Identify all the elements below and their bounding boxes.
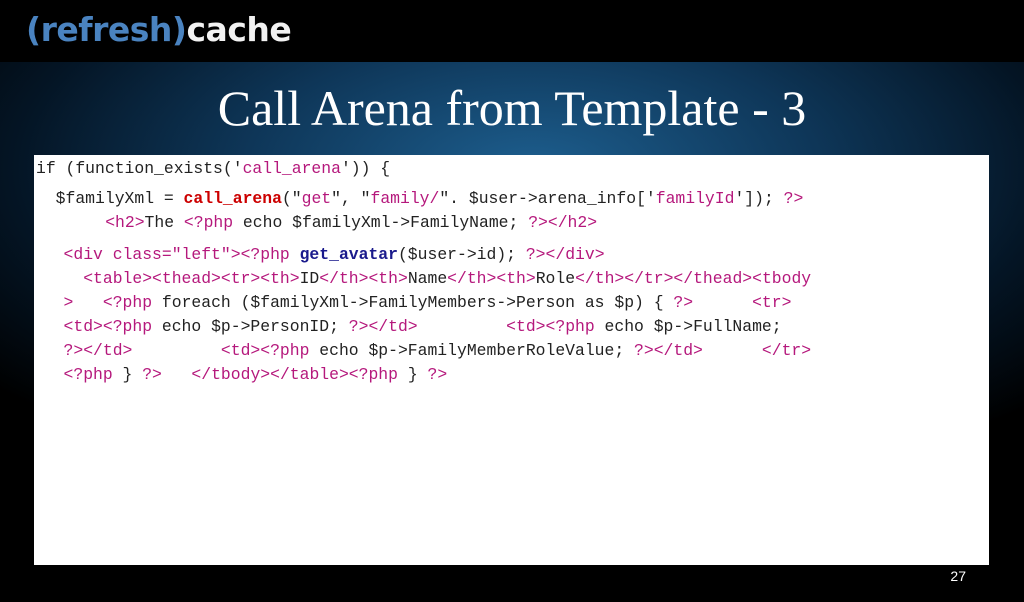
code-token: ?> (673, 293, 694, 312)
code-token: > (63, 293, 74, 312)
code-token: echo $familyXml->FamilyName; (233, 213, 529, 232)
code-token (693, 293, 752, 312)
header-band (0, 0, 1024, 62)
code-token: ?></td> (634, 341, 703, 360)
code-line-7: <td><?php echo $p->PersonID; ?></td> <td… (34, 315, 782, 339)
code-token: ID (299, 269, 320, 288)
code-token (34, 293, 64, 312)
code-token: <td><?php (220, 341, 310, 360)
code-token: ?></h2> (528, 213, 598, 232)
logo-close-paren: ) (171, 10, 187, 49)
code-token: <td><?php (63, 317, 153, 336)
code-token: <h2> (105, 213, 145, 232)
code-token (418, 317, 507, 336)
code-line-6: > <?php foreach ($familyXml->FamilyMembe… (34, 291, 792, 315)
code-token: ?> (142, 365, 162, 384)
code-token (34, 365, 64, 384)
refresh-cache-logo: (refresh)cache (26, 8, 292, 52)
code-token: call_arena (183, 189, 282, 208)
code-token: ?> (427, 365, 448, 384)
code-token: get (301, 189, 332, 208)
code-token: foreach ($familyXml->FamilyMembers->Pers… (152, 293, 674, 312)
code-token: $familyXml = (36, 189, 184, 208)
code-line-8: ?></td> <td><?php echo $p->FamilyMemberR… (34, 339, 812, 363)
code-line-4: <div class="left"><?php get_avatar($user… (34, 243, 605, 267)
code-token: (" (281, 189, 302, 208)
code-token (34, 245, 64, 264)
code-line-5: <table><thead><tr><th>ID</th><th>Name</t… (34, 267, 811, 291)
code-line-2: $familyXml = call_arena("get", "family/"… (36, 187, 804, 211)
code-token: <?php (102, 293, 153, 312)
code-token: <tr> (752, 293, 792, 312)
code-token: ". $user->arena_info[' (439, 189, 656, 208)
code-token: </th></tr></thead><tbody (575, 269, 812, 288)
code-token (132, 341, 221, 360)
code-token: echo $p->FullName; (594, 317, 782, 336)
code-token: ?> (783, 189, 804, 208)
code-token: get_avatar (299, 245, 398, 264)
code-token: ?></div> (525, 245, 605, 264)
slide-title: Call Arena from Template - 3 (217, 80, 807, 136)
code-panel: if (function_exists('call_arena')) { $fa… (34, 155, 989, 565)
code-line-9: <?php } ?> </tbody></table><?php } ?> (34, 363, 448, 387)
code-token: </tr> (761, 341, 812, 360)
code-token: <?php (63, 365, 113, 384)
code-token: } (112, 365, 143, 384)
code-token: Name (407, 269, 448, 288)
code-token: if (function_exists(' (36, 159, 243, 178)
code-token: family/ (370, 189, 440, 208)
code-token: <div class="left"><?php (63, 245, 290, 264)
code-token (73, 293, 103, 312)
code-token: <?php (183, 213, 234, 232)
code-token: ($user->id); (397, 245, 526, 264)
code-token: } (397, 365, 428, 384)
code-token: </th><th> (447, 269, 536, 288)
code-line-3: <h2>The <?php echo $familyXml->FamilyNam… (56, 211, 597, 235)
code-token (34, 317, 64, 336)
code-token (34, 269, 83, 288)
code-token: Role (535, 269, 576, 288)
code-token (56, 213, 105, 232)
page-number: 27 (950, 568, 966, 584)
code-token (703, 341, 762, 360)
code-token: ?></td> (63, 341, 133, 360)
logo-word-cache: cache (186, 10, 292, 49)
code-token: The (144, 213, 184, 232)
code-token: echo $p->FamilyMemberRoleValue; (309, 341, 635, 360)
code-token: <table><thead><tr><th> (83, 269, 300, 288)
logo-word-refresh: refresh (40, 10, 173, 49)
logo-open-paren: ( (26, 10, 41, 49)
code-token: </th><th> (319, 269, 408, 288)
code-token: </tbody></table><?php (191, 365, 398, 384)
code-token (34, 341, 64, 360)
code-token: call_arena (242, 159, 341, 178)
code-token (290, 245, 300, 264)
code-token: ']); (734, 189, 784, 208)
code-token: ')) { (340, 159, 391, 178)
code-token: ", " (331, 189, 371, 208)
code-token: ?></td> (348, 317, 418, 336)
code-token: echo $p->PersonID; (152, 317, 349, 336)
code-line-1: if (function_exists('call_arena')) { (36, 157, 390, 181)
code-token (162, 365, 192, 384)
code-token: familyId (655, 189, 735, 208)
code-token: <td><?php (506, 317, 595, 336)
